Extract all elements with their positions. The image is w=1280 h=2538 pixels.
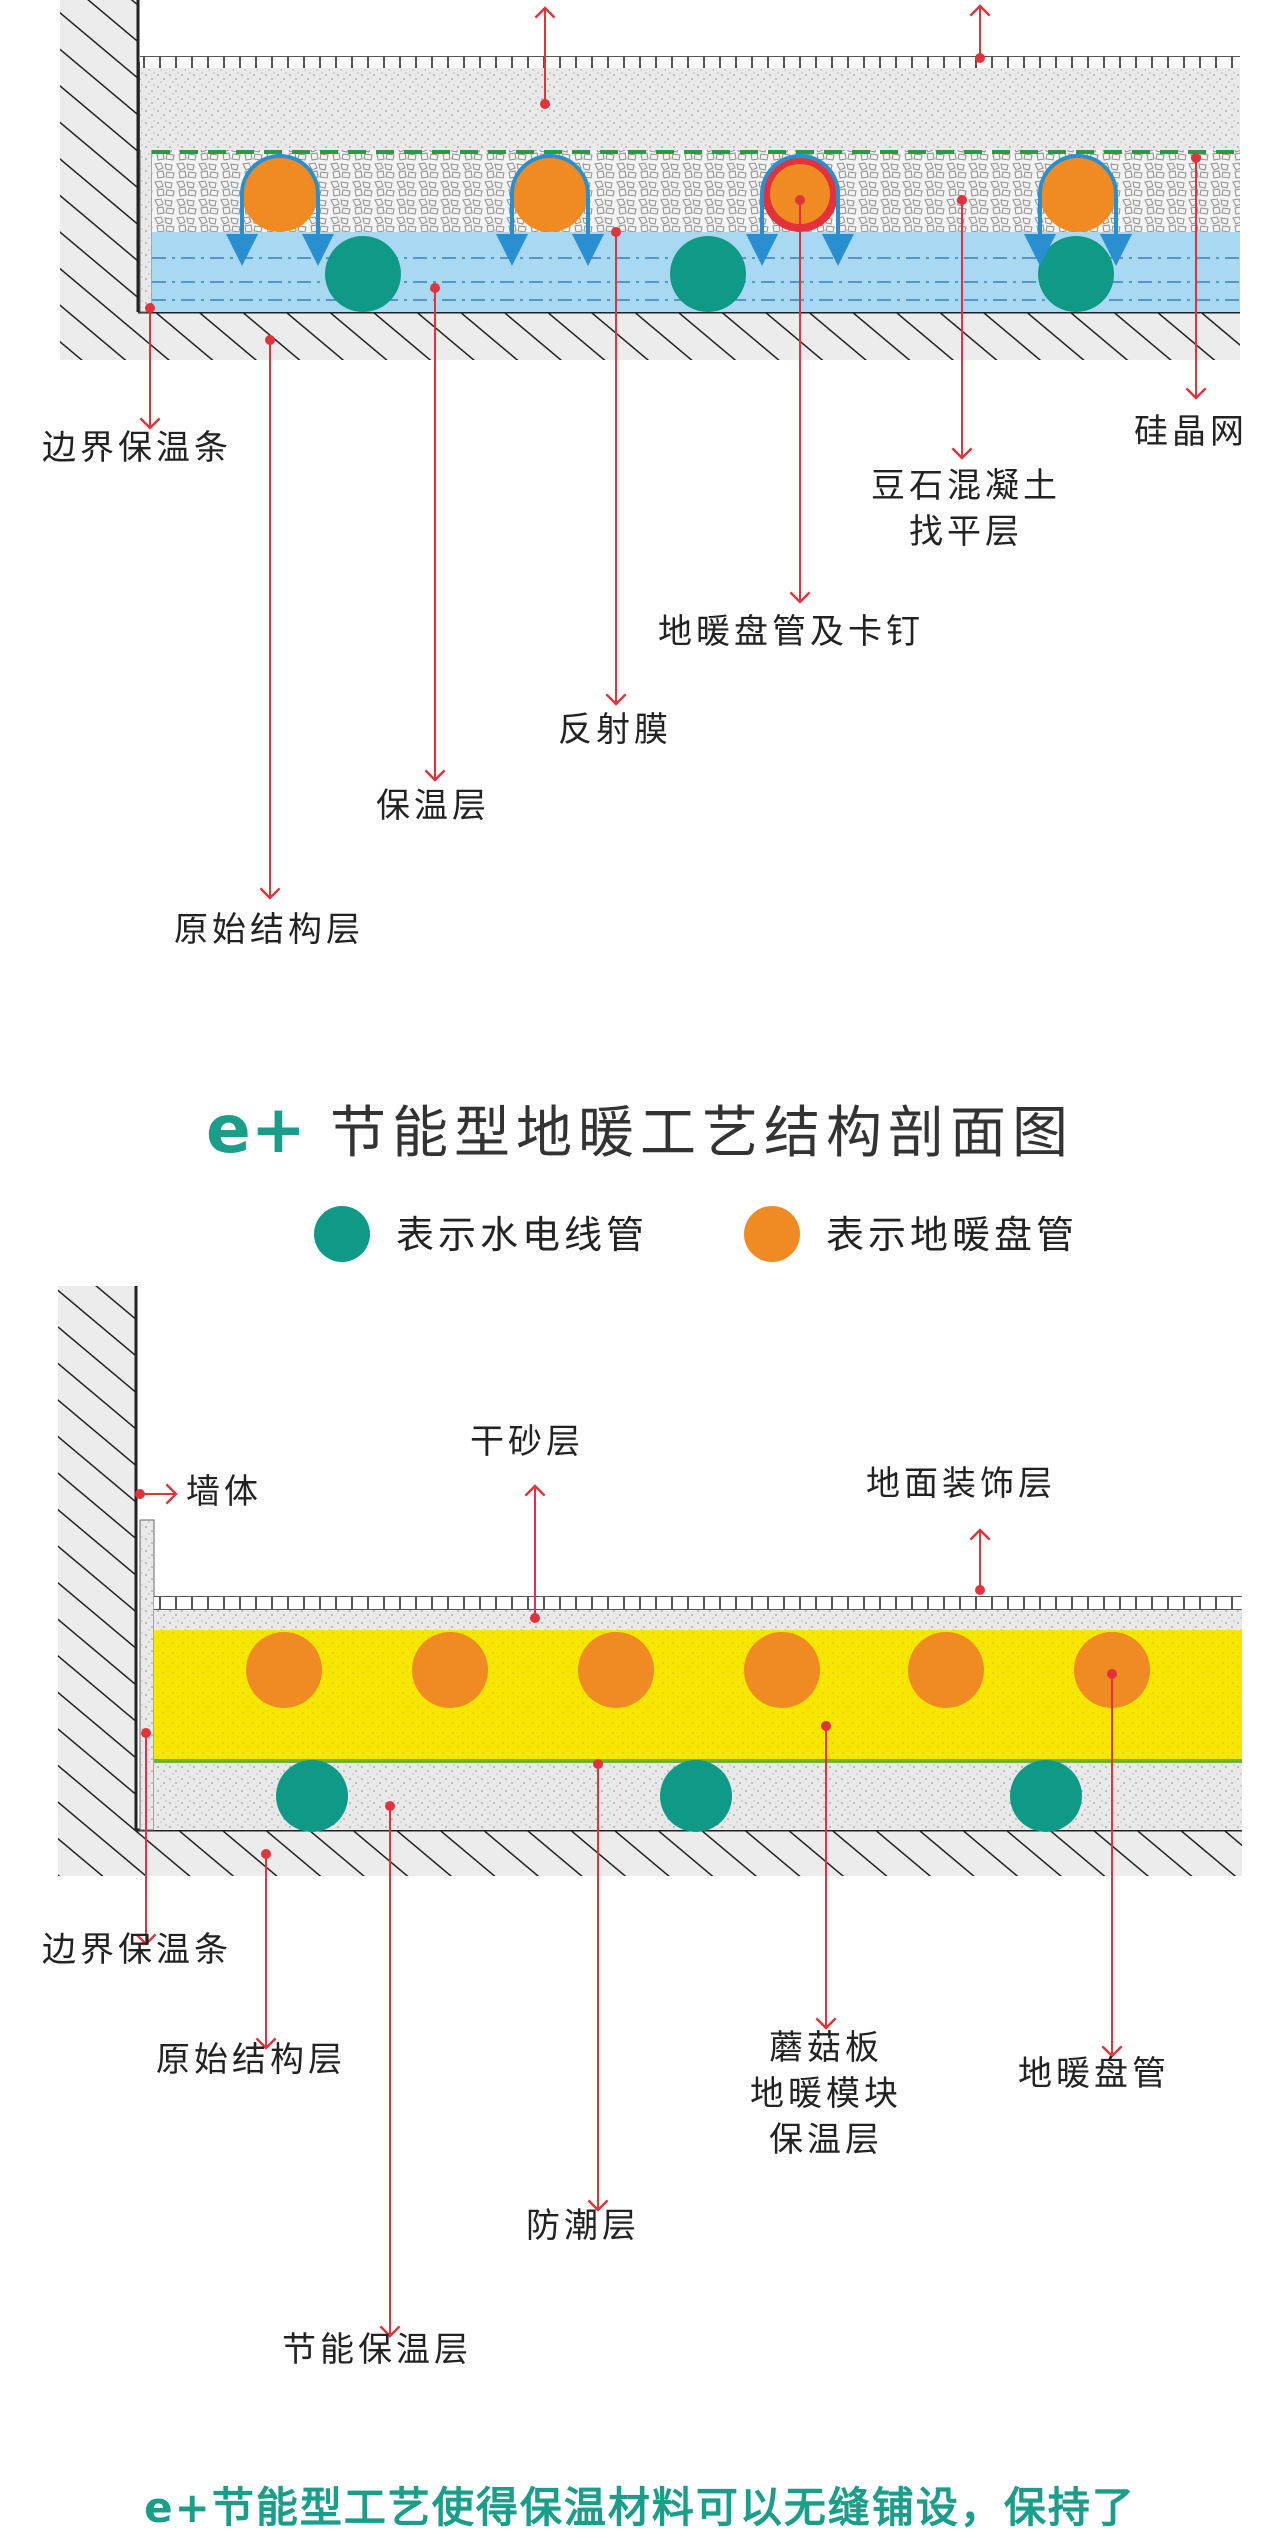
label-wall: 墙体 [186,1472,262,1512]
label-moisture-proof: 防潮层 [526,2206,640,2246]
floor-finish-strip [140,56,1240,68]
orange-dot-icon [744,1205,800,1262]
legend-heating-label: 表示地暖盘管 [826,1213,1079,1257]
heating-pipe-group [746,154,854,266]
heating-pipe [246,1632,322,1708]
heating-pipe [578,1632,654,1708]
label-mushroom-line2: 地暖模块 [750,2074,902,2114]
dry-sand-layer [154,1608,1242,1630]
utility-pipe [276,1760,348,1832]
label-dry-sand: 干砂层 [470,1422,584,1462]
label-reflective-film: 反射膜 [558,710,672,750]
utility-pipe [325,236,401,312]
label-mushroom-line3: 保温层 [769,2120,883,2160]
top-leveling-layer [140,62,1240,150]
utility-pipe [660,1760,732,1832]
legend-utility-pipe: 表示水电线管 [314,1205,648,1266]
heating-pipe-group [1024,154,1132,266]
heating-pipe [1040,156,1116,232]
label-energy-insulation: 节能保温层 [282,2330,472,2370]
label-heating-pipe-2: 地暖盘管 [1018,2054,1170,2094]
leader-lines-1 [139,4,1207,900]
footer-text: e+节能型工艺使得保温材料可以无缝铺设，保持了 [144,2483,1136,2532]
wall-hatch [60,0,138,360]
teal-dot-icon [314,1205,370,1262]
legend-utility-label: 表示水电线管 [396,1213,649,1257]
label-insulation: 保温层 [376,786,490,826]
label-pea-gravel-line2: 找平层 [909,512,1023,552]
label-structure-2: 原始结构层 [156,2040,346,2080]
floor-finish-strip [154,1596,1242,1610]
diagram1 [60,0,1240,900]
structure-layer [58,1830,1242,1876]
heating-pipes-2 [246,1632,1150,1708]
heating-pipe [512,156,588,232]
heating-pipe-group [496,154,604,266]
heating-pipe [908,1632,984,1708]
label-heating-pipe-nail: 地暖盘管及卡钉 [658,612,924,652]
structure-layer [60,312,1240,360]
title-text: 节能型地暖工艺结构剖面图 [330,1101,1075,1166]
utility-pipe [1038,236,1114,312]
diagram2 [58,1286,1242,2338]
utility-pipe [670,236,746,312]
legend-heating-pipe: 表示地暖盘管 [744,1205,1078,1266]
label-structure: 原始结构层 [174,910,364,950]
label-silicon-mesh: 硅晶网 [1134,412,1248,452]
label-border-strip: 边界保温条 [42,428,232,468]
label-pea-gravel-line1: 豆石混凝土 [871,466,1061,506]
utility-pipe [1010,1760,1082,1832]
heating-pipe [412,1632,488,1708]
label-mushroom-line1: 蘑菇板 [769,2028,883,2068]
label-floor-finish: 地面装饰层 [866,1464,1056,1504]
utility-pipes-2 [276,1760,1082,1832]
heating-pipe [744,1632,820,1708]
heating-pipe [242,156,318,232]
brand-logo: e+ [205,1091,307,1168]
leader-lines-2 [135,1483,1123,2338]
wall-hatch [58,1286,136,1876]
label-border-strip-2: 边界保温条 [42,1930,232,1970]
page-title: e+ 节能型地暖工艺结构剖面图 [0,1090,1280,1174]
heating-pipe-group [226,154,334,266]
